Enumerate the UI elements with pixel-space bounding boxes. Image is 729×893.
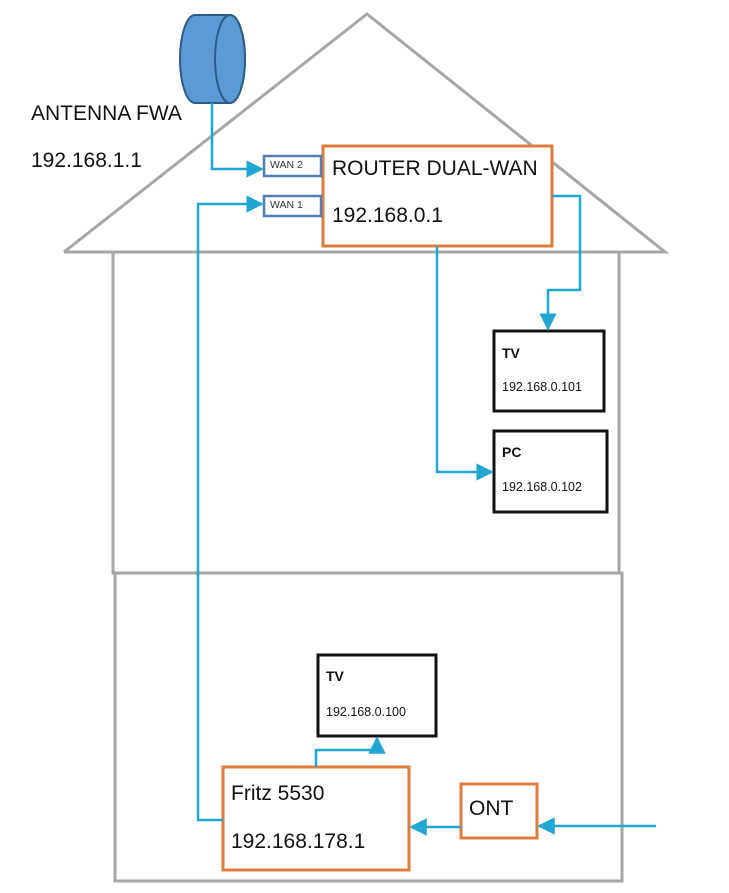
ont-title: ONT (469, 797, 514, 820)
wan2-port (262, 154, 323, 178)
router-title: ROUTER DUAL-WAN (332, 157, 538, 180)
wire-antenna-wan2 (210, 103, 264, 178)
pc-ip: 192.168.0.102 (502, 480, 582, 494)
antenna-ip: 192.168.1.1 (31, 149, 142, 172)
tv-upstairs-box (492, 329, 606, 413)
tv-downstairs-ip: 192.168.0.100 (326, 705, 406, 719)
wan2-label: WAN 2 (270, 159, 303, 171)
antenna-title: ANTENNA FWA (31, 102, 182, 125)
house-lower-floor (113, 571, 624, 883)
router-ip: 192.168.0.1 (332, 204, 443, 227)
pc-box (492, 429, 609, 514)
fritz-title: Fritz 5530 (231, 782, 325, 805)
tv-downstairs-title: TV (326, 668, 344, 684)
wire-fritz-tv (314, 736, 386, 767)
wan1-port (262, 194, 323, 218)
fritz-ip: 192.168.178.1 (231, 830, 366, 853)
tv-upstairs-title: TV (502, 345, 520, 361)
router-box (321, 144, 554, 248)
wire-fritz-wan1 (196, 195, 264, 822)
wire-router-pc (435, 246, 494, 481)
pc-title: PC (502, 444, 522, 460)
fritz-box (221, 765, 411, 872)
tv-downstairs-box (316, 653, 438, 738)
wan1-label: WAN 1 (270, 199, 303, 211)
ont-box (459, 782, 539, 840)
tv-upstairs-ip: 192.168.0.101 (502, 380, 582, 394)
antenna-icon (179, 14, 246, 104)
wire-router-tv (539, 194, 582, 331)
